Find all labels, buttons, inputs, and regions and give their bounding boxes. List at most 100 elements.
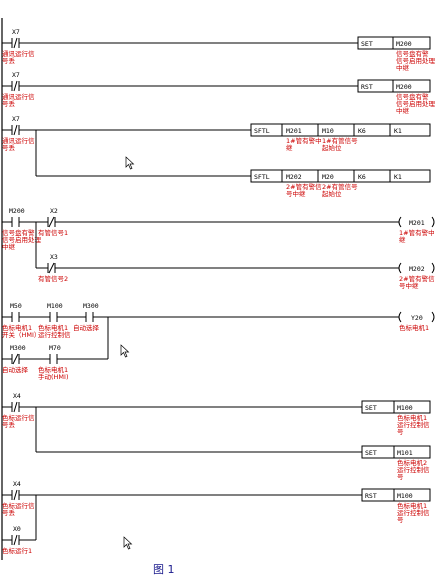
- contact-comment: 自动选择: [73, 323, 100, 332]
- contact-comment: 号丢: [2, 99, 16, 108]
- contact-comment: 通讯运行信: [2, 49, 35, 58]
- contact-comment: 开关（HMI）: [2, 330, 40, 339]
- contact-x4[interactable]: [11, 489, 20, 501]
- contact-x7[interactable]: [11, 37, 20, 49]
- rung-2: X7 通讯运行信 号丢 RST M200 信号盘有警 信号启用处理 中继: [2, 71, 436, 115]
- contact-m50[interactable]: [11, 312, 20, 322]
- instruction-set-m100[interactable]: [361, 400, 431, 414]
- operand-comment: 2#管有警信: [286, 182, 322, 191]
- contact-comment: 色标运行信: [2, 413, 35, 422]
- rung-4: M200 信号盘有警 信号启用处理 中继 X2 有管信号1 X3 有管信号2 M…: [2, 207, 435, 290]
- instruction-operand: M201: [286, 127, 302, 135]
- contact-comment: 色标运行信: [2, 501, 35, 510]
- contact-address: X4: [13, 392, 21, 400]
- contact-x3[interactable]: [47, 262, 56, 274]
- coil-device: M202: [409, 265, 425, 273]
- contact-address: X2: [50, 207, 58, 215]
- contact-address: M200: [9, 207, 25, 215]
- contact-x2[interactable]: [47, 216, 56, 228]
- contact-x7[interactable]: [11, 80, 20, 92]
- instruction-operand: K1: [394, 173, 402, 181]
- contact-comment: 信号盘有警: [2, 228, 35, 237]
- rung-5: M50 色标电机1 开关（HMI） M100 色标电机1 运行控制信 M300 …: [2, 302, 435, 381]
- contact-comment: 手动(HMI): [38, 372, 69, 381]
- contact-address: X7: [12, 28, 20, 36]
- operand-comment: 起始位: [322, 143, 342, 152]
- instruction-op: SFTL: [254, 127, 270, 135]
- instruction-sftl-1[interactable]: [250, 123, 431, 137]
- contact-address: M50: [10, 302, 22, 310]
- contact-address: X3: [50, 253, 58, 261]
- contact-address: M300: [83, 302, 99, 310]
- coil-comment: 1#管有警中: [399, 228, 435, 237]
- instruction-operand: M20: [322, 173, 334, 181]
- instruction-set-m101[interactable]: [361, 445, 431, 459]
- instruction-comment: 信号盘有警: [396, 92, 429, 101]
- instruction-comment: 色标电机1: [397, 413, 427, 422]
- mouse-pointer-icon: [123, 536, 133, 550]
- instruction-op: SFTL: [254, 173, 270, 181]
- instruction-sftl-2[interactable]: [250, 169, 431, 183]
- contact-m300-nc[interactable]: [11, 353, 20, 365]
- contact-m300[interactable]: [85, 312, 94, 322]
- contact-m100[interactable]: [49, 312, 58, 322]
- instruction-comment: 运行控制信: [397, 465, 430, 474]
- mouse-pointer-icon: [120, 344, 130, 358]
- contact-address: X7: [12, 115, 20, 123]
- figure-caption: 图 1: [153, 563, 175, 576]
- rung-6: X4 色标运行信 号丢 SET M100 色标电机1 运行控制信 号 SET M…: [2, 392, 431, 481]
- contact-comment: 色标电机1: [38, 323, 68, 332]
- instruction-op: RST: [361, 83, 373, 91]
- contact-m70[interactable]: [49, 354, 58, 364]
- instruction-op: SET: [365, 404, 377, 412]
- instruction-op: SET: [365, 449, 377, 457]
- coil-m202[interactable]: [398, 262, 435, 274]
- contact-comment: 运行控制信: [38, 330, 71, 339]
- instruction-set-m200[interactable]: [357, 36, 431, 50]
- operand-comment: 继: [286, 143, 293, 152]
- coil-m201[interactable]: [398, 216, 435, 228]
- contact-m200[interactable]: [11, 217, 20, 227]
- instruction-comment: 中继: [396, 106, 410, 115]
- contact-x4[interactable]: [11, 401, 20, 413]
- contact-comment: 号丢: [2, 143, 16, 152]
- coil-comment: 色标电机1: [399, 323, 429, 332]
- instruction-rst-m200[interactable]: [357, 79, 431, 93]
- instruction-comment: 色标电机1: [397, 501, 427, 510]
- operand-comment: 1#有管信号: [322, 136, 358, 145]
- operand-comment: 1#管有警中: [286, 136, 322, 145]
- coil-device: Y20: [411, 314, 423, 322]
- instruction-operand: M202: [286, 173, 302, 181]
- contact-address: X0: [13, 525, 21, 533]
- operand-comment: 号中继: [286, 189, 306, 198]
- instruction-rst-m100[interactable]: [361, 488, 431, 502]
- instruction-comment: 色标电机2: [397, 458, 427, 467]
- contact-comment: 通讯运行信: [2, 136, 35, 145]
- contact-x7[interactable]: [11, 124, 20, 136]
- contact-comment: 有管信号2: [38, 274, 68, 283]
- contact-comment: 自动选择: [2, 365, 29, 374]
- contact-address: X4: [13, 480, 21, 488]
- instruction-device: M200: [396, 40, 412, 48]
- coil-comment: 继: [399, 235, 406, 244]
- rung-3: X7 通讯运行信 号丢 SFTL M201 M10 K6 K1 1#管有警中 继…: [2, 115, 431, 198]
- contact-x0[interactable]: [11, 534, 20, 546]
- instruction-device: M200: [396, 83, 412, 91]
- instruction-operand: K6: [358, 127, 366, 135]
- instruction-device: M100: [397, 404, 413, 412]
- instruction-comment: 信号启用处理: [396, 99, 436, 108]
- contact-address: M70: [49, 344, 61, 352]
- contact-comment: 中继: [2, 242, 16, 251]
- contact-comment: 信号启用处理: [2, 235, 42, 244]
- instruction-operand: K1: [394, 127, 402, 135]
- instruction-op: SET: [361, 40, 373, 48]
- instruction-comment: 号: [397, 516, 404, 524]
- coil-y20[interactable]: [398, 311, 435, 323]
- contact-comment: 色标电机1: [2, 323, 32, 332]
- instruction-device: M101: [397, 449, 413, 457]
- instruction-comment: 信号盘有警: [396, 49, 429, 58]
- contact-address: X7: [12, 71, 20, 79]
- instruction-comment: 中继: [396, 63, 410, 72]
- instruction-comment: 号: [397, 473, 404, 481]
